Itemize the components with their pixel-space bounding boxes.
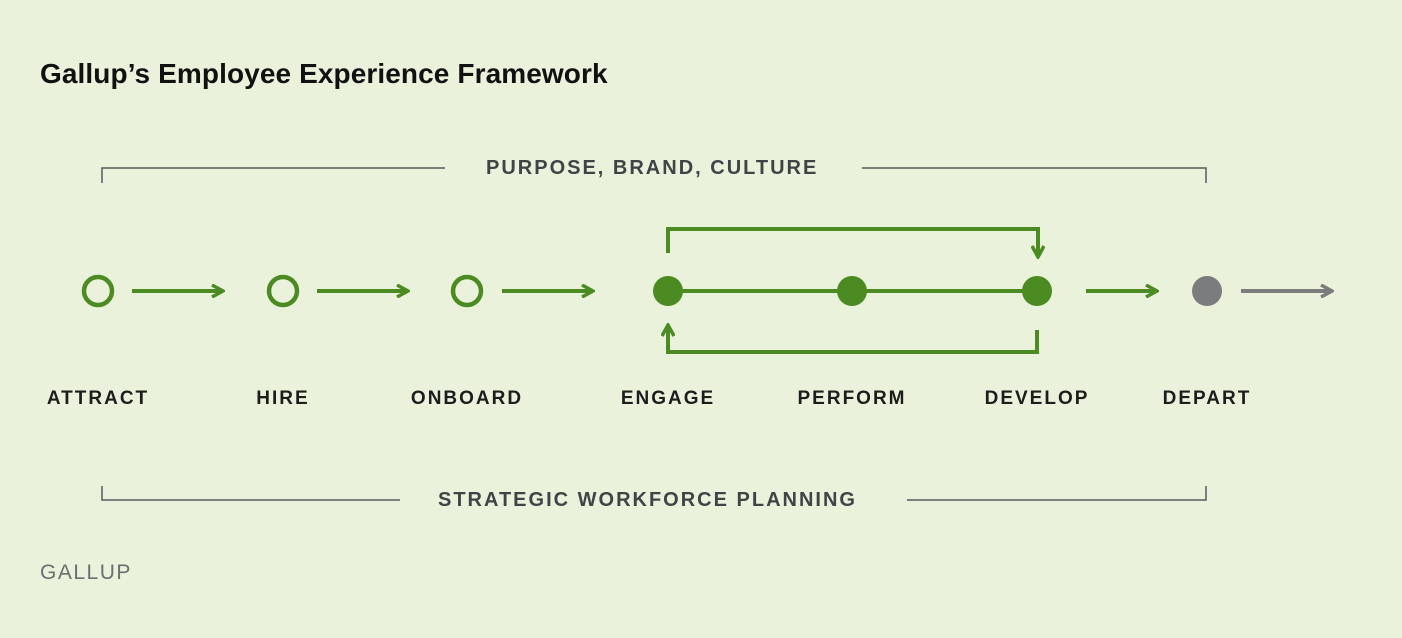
stage-label-hire: HIRE xyxy=(256,388,310,409)
depart-marker xyxy=(1192,276,1222,306)
bottom-bracket-right xyxy=(907,486,1207,501)
top-bracket-right xyxy=(862,167,1207,183)
engage-marker xyxy=(653,276,683,306)
bottom-bracket xyxy=(101,486,1207,501)
diagram-title: Gallup’s Employee Experience Framework xyxy=(40,58,608,89)
attract-marker xyxy=(81,274,115,308)
top-bracket xyxy=(101,167,1207,183)
stage-label-perform: PERFORM xyxy=(797,388,907,409)
stage-label-onboard: ONBOARD xyxy=(410,388,524,409)
onboard-marker xyxy=(450,274,484,308)
forward-loop-arrow xyxy=(666,227,1038,256)
hire-marker xyxy=(266,274,300,308)
stage-label-develop: DEVELOP xyxy=(984,388,1090,409)
develop-marker xyxy=(1022,276,1052,306)
stage-label-depart: DEPART xyxy=(1162,388,1252,409)
stage-label-engage: ENGAGE xyxy=(620,388,716,409)
stage-label-attract: ATTRACT xyxy=(46,388,150,409)
return-loop-arrow xyxy=(668,326,1039,354)
perform-marker xyxy=(837,276,867,306)
top-bracket-left xyxy=(101,167,445,183)
top-bracket-label: PURPOSE, BRAND, CULTURE xyxy=(486,157,819,179)
bottom-bracket-left xyxy=(101,486,400,501)
gallup-logo-text: GALLUP xyxy=(40,561,132,584)
bottom-bracket-label: STRATEGIC WORKFORCE PLANNING xyxy=(438,489,857,511)
